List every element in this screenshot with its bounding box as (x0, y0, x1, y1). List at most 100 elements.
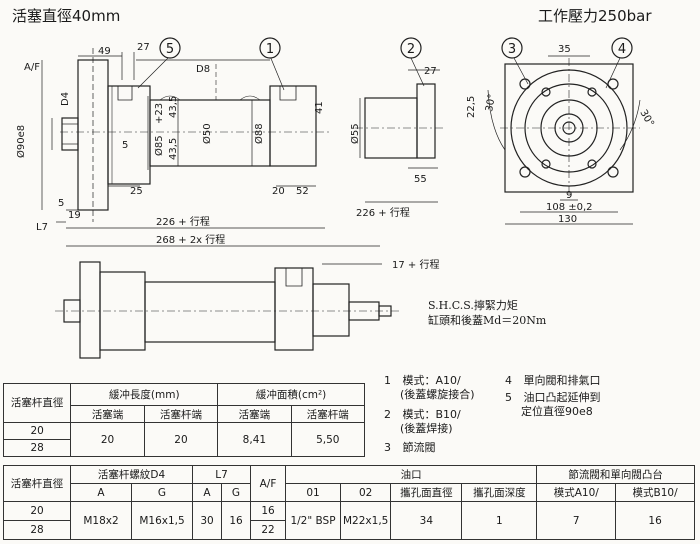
cell2-af-16: 16 (250, 501, 286, 521)
th2-port: 油口 (284, 465, 538, 484)
cell2-mode-b: 16 (615, 501, 695, 540)
legend-text: 單向閥和排氣口 (523, 374, 601, 387)
th2-g1: G (131, 483, 193, 502)
bolt-note-line-1: S.H.C.S.擰緊力矩 (428, 299, 518, 312)
dim-43a: 43,5 (168, 96, 179, 118)
legend-num: 4 (505, 374, 512, 387)
bolt-torque-note: S.H.C.S.擰緊力矩 缸頭和後蓋Md＝20Nm (428, 298, 546, 328)
dim-d8: D8 (196, 64, 210, 75)
side-view (60, 48, 330, 222)
th2-rod-dia: 活塞杆直徑 (3, 465, 71, 502)
dim-19: 19 (68, 210, 81, 221)
cell2-spotface-depth: 1 (461, 501, 538, 540)
port-table: 活塞杆直徑 活塞杆螺紋D4 L7 A/F 油口 節流閥和單向閥凸台 A G A … (3, 465, 695, 540)
svg-text:4: 4 (618, 42, 626, 57)
legend-sub: (後蓋螺旋接合) (400, 388, 475, 401)
th2-a2: A (192, 483, 222, 502)
legend-text: 模式：B10/ (402, 408, 461, 421)
cell-len-piston: 20 (70, 422, 145, 457)
legend-item-4: 4 單向閥和排氣口 (505, 374, 601, 388)
dim-p23: +23 (154, 103, 165, 124)
th2-af: A/F (250, 465, 286, 502)
dim-130: 130 (558, 214, 577, 225)
th2-thread: 活塞杆螺紋D4 (70, 465, 193, 484)
full-length-view (55, 261, 400, 359)
dim-27a: 27 (137, 42, 150, 53)
legend-text: 節流閥 (402, 441, 436, 454)
cell-len-rod: 20 (143, 422, 219, 457)
dim-17: 17 + 行程 (392, 258, 439, 271)
dim-5b: 5 (58, 198, 64, 209)
dim-9: 9 (566, 190, 572, 201)
dim-dia55: Ø55 (349, 123, 361, 144)
cell2-spotface-dia: 34 (390, 501, 463, 540)
legend-sub: (後蓋焊接) (400, 422, 453, 435)
bolt-note-line-2: 缸頭和後蓋Md＝20Nm (428, 314, 547, 327)
th-rod-end-2: 活塞杆端 (290, 405, 366, 423)
cell-area-piston: 8,41 (217, 422, 292, 457)
th2-mode-b: 模式B10/ (615, 483, 695, 502)
callout-5: 5 (159, 37, 181, 59)
th2-mode-a: 模式A10/ (536, 483, 617, 502)
th2-valve-boss: 節流閥和單向閥凸台 (536, 465, 695, 484)
th2-p02: 02 (339, 483, 392, 502)
legend-num: 3 (384, 441, 391, 454)
cell2-l7-a: 30 (192, 501, 222, 540)
cell2-port-01: 1/2" BSP (285, 501, 341, 540)
svg-text:3: 3 (508, 42, 516, 57)
cap-outline (269, 85, 317, 167)
th2-a1: A (70, 483, 132, 502)
title-left: 活塞直徑40mm (12, 7, 121, 25)
dim-43b: 43,5 (168, 138, 179, 160)
cell2-rod-20: 20 (3, 501, 71, 521)
title-right: 工作壓力250bar (538, 7, 652, 25)
end-view (487, 55, 641, 225)
th-piston-end-2: 活塞端 (217, 405, 292, 423)
dim-52: 52 (296, 186, 309, 197)
legend-sub: 定位直徑90e8 (521, 405, 593, 418)
dim-35: 35 (558, 44, 571, 55)
head-outline (107, 85, 151, 185)
dim-226-a: 226 + 行程 (156, 215, 210, 228)
legend-text: 模式：A10/ (402, 374, 461, 387)
svg-text:5: 5 (166, 42, 174, 57)
legend-num: 2 (384, 408, 391, 421)
legend-num: 1 (384, 374, 391, 387)
cap-front-view (355, 69, 445, 203)
cell2-af-22: 22 (250, 520, 286, 540)
cushion-table: 活塞杆直徑 緩冲長度(mm) 緩冲面積(cm²) 活塞端 活塞杆端 活塞端 活塞… (2, 383, 366, 457)
svg-text:2: 2 (407, 42, 415, 57)
callout-4: 4 (611, 37, 633, 59)
svg-text:1: 1 (266, 42, 274, 57)
dim-20a: 20 (272, 186, 285, 197)
dim-268: 268 + 2x 行程 (156, 233, 225, 246)
legend-text: 油口凸起延伸到 (523, 391, 601, 404)
legend-item-3: 3 節流閥 (384, 441, 436, 455)
dim-dia90: Ø90e8 (15, 125, 27, 158)
dim-55: 55 (414, 174, 427, 185)
cell-area-rod: 5,50 (290, 422, 366, 457)
cell-rod-28: 28 (2, 439, 72, 457)
th2-spotface-depth: 攜孔面深度 (461, 483, 538, 502)
dim-41: 41 (314, 101, 325, 114)
cell2-l7-g: 16 (221, 501, 251, 540)
dim-dia88: Ø88 (253, 123, 265, 144)
legend-item-5: 5 油口凸起延伸到 定位直徑90e8 (505, 391, 601, 419)
legend-item-1: 1 模式：A10/ (後蓋螺旋接合) (384, 374, 475, 402)
dim-27b: 27 (424, 66, 437, 77)
dim-d85: Ø85 (153, 135, 165, 156)
dim-30-b: 30° (637, 108, 655, 129)
dim-l7: L7 (36, 222, 48, 233)
cell2-port-02: M22x1,5 (339, 501, 392, 540)
dim-108: 108 ±0,2 (546, 202, 593, 213)
th-rod-end: 活塞杆端 (143, 405, 219, 423)
callout-3: 3 (501, 37, 523, 59)
callout-1: 1 (259, 37, 281, 59)
dim-226-b: 226 + 行程 (356, 206, 410, 219)
th2-g2: G (221, 483, 251, 502)
th2-spotface-dia: 攜孔面直徑 (390, 483, 463, 502)
th-cushion-area: 緩冲面積(cm²) (217, 383, 365, 406)
cell2-rod-28: 28 (3, 520, 71, 540)
dim-30-a: 30° (484, 93, 498, 112)
dim-22-5: 22,5 (466, 96, 477, 118)
